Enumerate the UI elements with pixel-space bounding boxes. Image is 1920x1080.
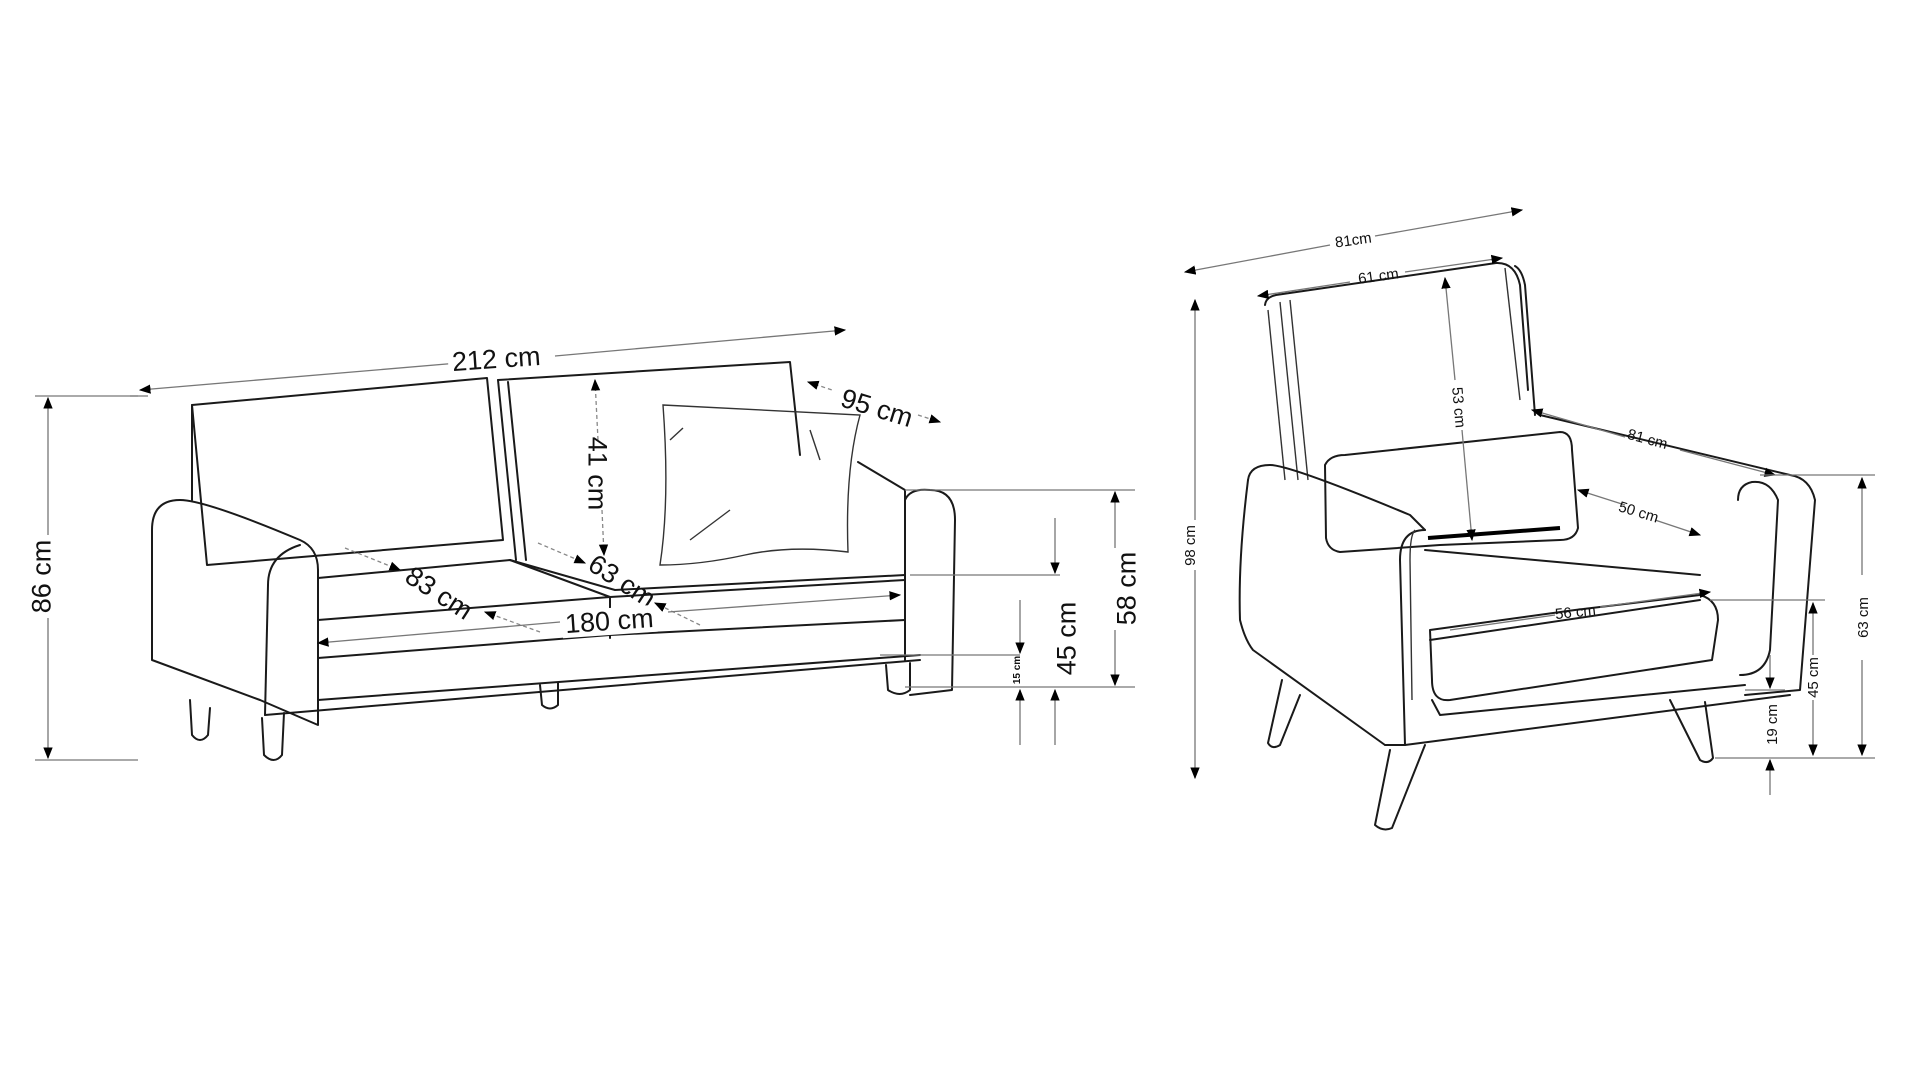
sofa-arm-left <box>151 499 319 726</box>
sofa-seat-top <box>317 559 906 591</box>
sofa-leg-height-label: 15 cm <box>1012 655 1024 685</box>
sofa-base <box>317 654 921 701</box>
sofa-leg <box>539 682 559 710</box>
armchair-leg <box>1267 679 1301 749</box>
armchair-leg-height-label: 19 cm <box>1763 704 1781 745</box>
armchair-leg <box>1669 699 1714 764</box>
sofa-overall-height-label: 86 cm <box>26 539 57 614</box>
sofa-backrest-height-label: 41 cm <box>582 436 613 511</box>
armchair-pillow <box>1324 431 1579 553</box>
sofa-overall-width-label: 212 cm <box>447 341 546 377</box>
sofa-leg <box>189 699 211 741</box>
sofa-seat-width-label: 180 cm <box>561 603 658 639</box>
armchair-arm-left <box>1247 464 1426 531</box>
sofa-leg <box>261 712 285 761</box>
armchair-drawing <box>1183 207 1875 831</box>
sofa-backrest-right <box>497 361 801 456</box>
sofa-leg <box>885 662 911 695</box>
armchair-backrest-height-label: 53 cm <box>1448 386 1469 429</box>
sofa-pillow <box>659 404 861 566</box>
sofa-backrest-left <box>191 377 504 566</box>
sofa-arm-right <box>857 461 906 661</box>
armchair-seat-width-label: 56 cm <box>1554 601 1597 624</box>
sofa-seat-height-label: 45 cm <box>1051 601 1082 676</box>
sofa-drawing <box>35 326 1135 761</box>
armchair-overall-height-label: 98 cm <box>1181 525 1199 566</box>
sofa-armrest-height-label: 58 cm <box>1111 551 1142 626</box>
armchair-seat-height-label: 45 cm <box>1804 657 1822 698</box>
armchair-leg <box>1374 744 1426 831</box>
armchair-arm-right <box>1539 414 1816 696</box>
armchair-armrest-height-label: 63 cm <box>1854 597 1872 638</box>
